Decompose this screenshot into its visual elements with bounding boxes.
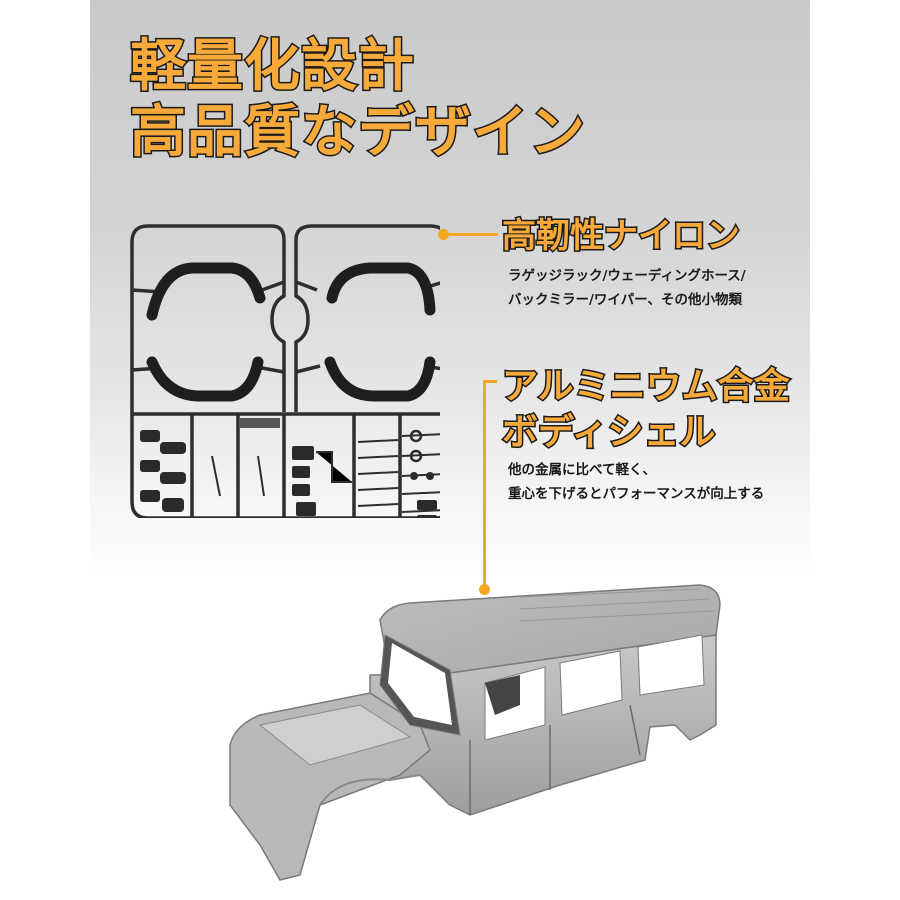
connector-line-nylon bbox=[444, 233, 498, 236]
feature-desc-nylon-line-1: ラゲッジラック/ウェーディングホース/ bbox=[508, 268, 746, 284]
feature-desc-aluminum-line-2: 重心を下げるとパフォーマンスが向上する bbox=[508, 486, 765, 502]
connector-line-aluminum-horizontal bbox=[483, 380, 497, 383]
connector-line-aluminum-vertical bbox=[483, 380, 486, 588]
feature-title-aluminum-line-2: ボディシェル bbox=[501, 411, 717, 455]
feature-desc-aluminum: 他の金属に比べて軽く、 重心を下げるとパフォーマンスが向上する bbox=[508, 458, 764, 506]
feature-desc-nylon-line-2: バックミラー/ワイパー、その他小物類 bbox=[508, 292, 743, 308]
feature-title-aluminum-line-1: アルミニウム合金 bbox=[501, 365, 792, 409]
headline-line-2: 高品質なデザイン bbox=[129, 99, 587, 167]
headline-line-1: 軽量化設計 bbox=[129, 33, 416, 101]
connector-dot-nylon bbox=[438, 229, 449, 240]
feature-desc-aluminum-line-1: 他の金属に比べて軽く、 bbox=[508, 462, 656, 478]
feature-title-aluminum: アルミニウム合金 ボディシェル bbox=[501, 364, 792, 456]
feature-title-nylon: 高靭性ナイロン bbox=[501, 215, 742, 258]
connector-dot-aluminum bbox=[479, 584, 490, 595]
feature-desc-nylon: ラゲッジラック/ウェーディングホース/ バックミラー/ワイパー、その他小物類 bbox=[508, 264, 746, 312]
nylon-parts-sprue-image bbox=[130, 224, 440, 518]
headline: 軽量化設計 高品質なデザイン bbox=[129, 33, 587, 167]
product-feature-panel: 軽量化設計 高品質なデザイン bbox=[90, 0, 810, 900]
aluminum-body-shell-image bbox=[229, 584, 721, 881]
